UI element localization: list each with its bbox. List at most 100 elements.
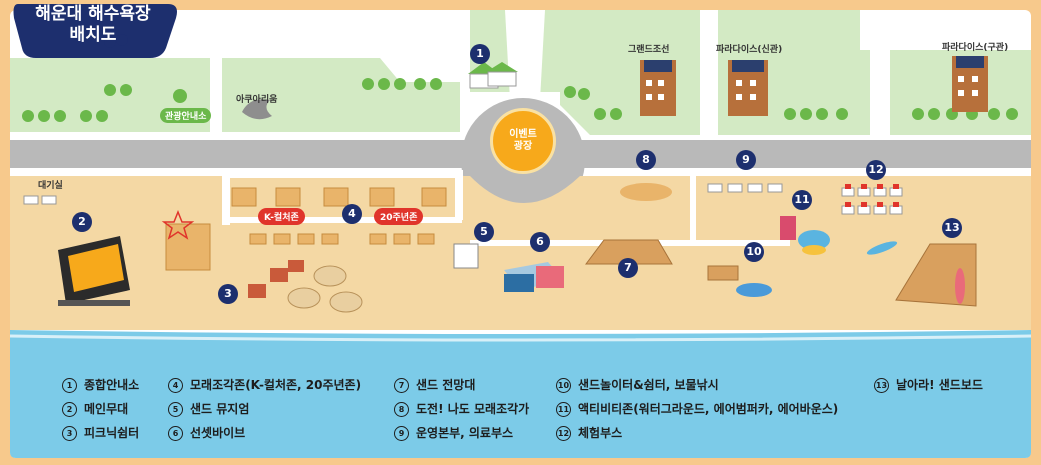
info-center-icon <box>173 89 187 103</box>
path-east-1 <box>700 10 718 135</box>
legend-text-9: 운영본부, 의료부스 <box>416 426 514 440</box>
k-culture-zone-tag: K-컬처존 <box>258 208 305 225</box>
activity-zone <box>780 216 830 255</box>
hotel-paradise-old <box>952 56 988 112</box>
event-plaza-line-2: 광장 <box>513 141 533 152</box>
sand-sculptures <box>165 187 447 271</box>
sunset-vibe-booth <box>504 262 564 292</box>
title-line-2: 배치도 <box>69 25 117 45</box>
sand-playground <box>707 265 772 297</box>
walkway-b <box>222 170 230 225</box>
grass-block-right <box>560 10 1031 135</box>
marker-12[interactable]: 12 <box>866 160 886 180</box>
marker-5[interactable]: 5 <box>474 222 494 242</box>
sand-museum <box>453 243 479 269</box>
walkway-c <box>455 170 463 220</box>
surfboard-icon <box>866 241 898 255</box>
legend-text-11: 액티비티존(워터그라운드, 에어범퍼카, 에어바운스) <box>578 402 839 416</box>
legend-item-9: 9 운영본부, 의료부스 <box>394 424 513 441</box>
legend-text-1: 종합안내소 <box>84 378 140 392</box>
grass-block-center <box>222 58 460 132</box>
road-edge-right <box>590 168 1031 176</box>
legend-num-9: 9 <box>394 426 409 441</box>
title-line-1: 해운대 해수욕장 <box>35 4 151 24</box>
star-icon <box>161 209 195 240</box>
legend-text-13: 날아라! 샌드보드 <box>896 378 983 392</box>
surf-line <box>9 334 1032 342</box>
legend-item-4: 4 모래조각존(K-컬처존, 20주년존) <box>168 376 361 393</box>
legend-num-2: 2 <box>62 402 77 417</box>
legend-item-6: 6 선셋바이브 <box>168 424 245 441</box>
marker-2[interactable]: 2 <box>72 212 92 232</box>
legend-item-8: 8 도전! 나도 모래조각가 <box>394 400 529 417</box>
sculpting-area <box>620 183 672 201</box>
legend-num-8: 8 <box>394 402 409 417</box>
legend-text-10: 샌드놀이터&쉼터, 보물낚시 <box>578 378 719 392</box>
marker-13[interactable]: 13 <box>942 218 962 238</box>
legend-item-12: 12 체험부스 <box>556 424 622 441</box>
legend-item-1: 1 종합안내소 <box>62 376 139 393</box>
legend-num-11: 11 <box>556 402 571 417</box>
label-grand-chosun: 그랜드조선 <box>628 45 670 55</box>
hotel-grand-chosun <box>640 60 676 116</box>
legend-num-12: 12 <box>556 426 571 441</box>
legend-item-11: 11 액티비티존(워터그라운드, 에어범퍼카, 에어바운스) <box>556 400 838 417</box>
map-title: 해운대 해수욕장 배치도 <box>18 4 168 56</box>
legend-text-6: 선셋바이브 <box>190 426 246 440</box>
marker-1[interactable]: 1 <box>470 44 490 64</box>
label-paradise-new: 파라다이스(신관) <box>716 45 783 55</box>
legend-item-2: 2 메인무대 <box>62 400 128 417</box>
label-paradise-old: 파라다이스(구관) <box>942 43 1009 53</box>
legend-num-13: 13 <box>874 378 889 393</box>
walkway-a <box>222 170 462 178</box>
blue-tree-cluster <box>104 34 128 48</box>
legend-text-3: 피크닉쉼터 <box>84 426 140 440</box>
trees <box>22 78 1018 122</box>
legend-item-7: 7 샌드 전망대 <box>394 376 475 393</box>
twentieth-zone-tag: 20주년존 <box>374 208 424 225</box>
legend-num-4: 4 <box>168 378 183 393</box>
marker-7[interactable]: 7 <box>618 258 638 278</box>
marker-8[interactable]: 8 <box>636 150 656 170</box>
experience-booths <box>841 184 903 215</box>
legend-num-3: 3 <box>62 426 77 441</box>
legend-num-1: 1 <box>62 378 77 393</box>
legend-text-12: 체험부스 <box>578 426 623 440</box>
legend-text-5: 샌드 뮤지엄 <box>190 402 250 416</box>
sandboard-ramp <box>895 243 977 307</box>
path-east-2 <box>870 10 890 135</box>
marker-4[interactable]: 4 <box>342 204 362 224</box>
legend-text-7: 샌드 전망대 <box>416 378 476 392</box>
marker-11[interactable]: 11 <box>792 190 812 210</box>
legend-item-3: 3 피크닉쉼터 <box>62 424 139 441</box>
label-info-center: 관광안내소 <box>160 108 212 123</box>
operation-tents <box>707 183 783 193</box>
legend-text-4: 모래조각존(K-컬처존, 20주년존) <box>190 378 362 392</box>
sand-observatory <box>585 239 673 265</box>
marker-10[interactable]: 10 <box>744 242 764 262</box>
marker-6[interactable]: 6 <box>530 232 550 252</box>
marker-9[interactable]: 9 <box>736 150 756 170</box>
label-waiting-room: 대기실 <box>38 181 63 191</box>
legend-text-2: 메인무대 <box>84 402 129 416</box>
label-aquarium: 아쿠아리움 <box>236 95 278 105</box>
info-tent <box>468 62 518 89</box>
waiting-room-tents <box>23 195 57 205</box>
legend-item-5: 5 샌드 뮤지엄 <box>168 400 249 417</box>
main-stage <box>58 236 130 306</box>
legend-num-6: 6 <box>168 426 183 441</box>
legend-num-5: 5 <box>168 402 183 417</box>
title-badge-shape <box>13 4 177 58</box>
walkway-f <box>690 176 696 242</box>
event-plaza-line-1: 이벤트 <box>509 129 537 140</box>
legend-text-8: 도전! 나도 모래조각가 <box>416 402 530 416</box>
marker-3[interactable]: 3 <box>218 284 238 304</box>
event-plaza: 이벤트 광장 <box>490 108 556 174</box>
hotel-paradise-new <box>728 60 768 116</box>
sea <box>10 330 1031 458</box>
aquarium-icon <box>242 99 272 120</box>
legend-num-7: 7 <box>394 378 409 393</box>
